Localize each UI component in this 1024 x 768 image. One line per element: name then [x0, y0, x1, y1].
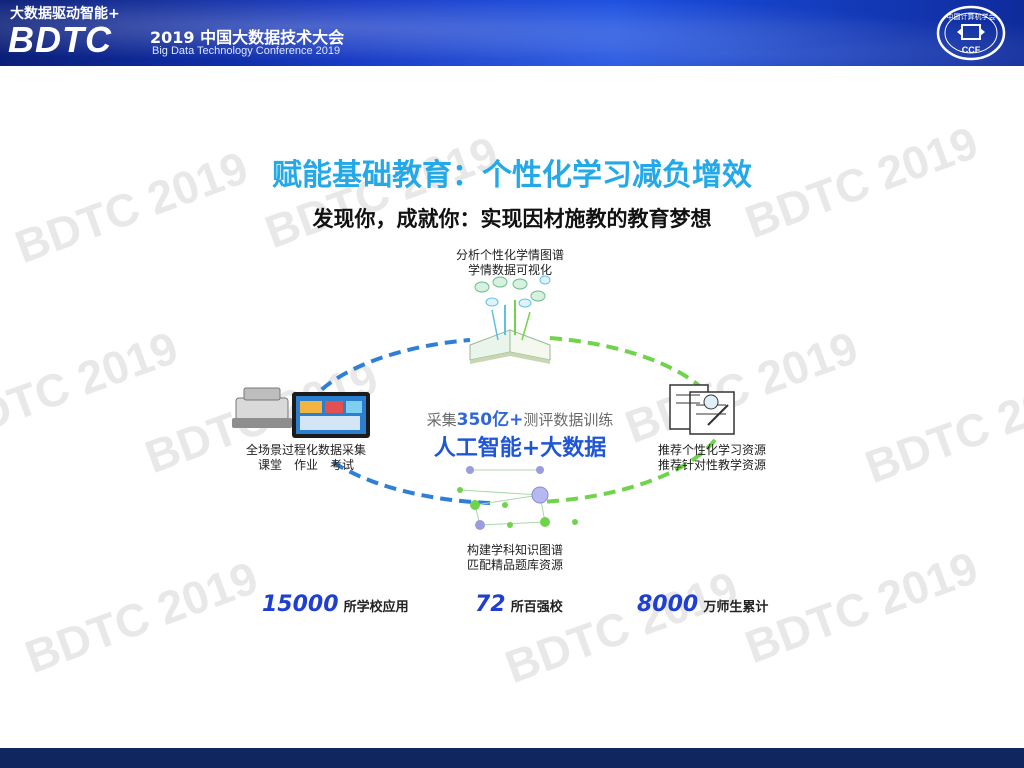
top-node-label: 分析个性化学情图谱 学情数据可视化	[430, 248, 590, 278]
ellipse-arc-top-left	[298, 338, 471, 421]
header-slogan: 大数据驱动智能+	[10, 6, 120, 22]
stat-value: 8000	[637, 592, 699, 617]
right-label-line1: 推荐个性化学习资源	[657, 443, 766, 457]
right-node-label: 推荐个性化学习资源 推荐针对性教学资源	[642, 443, 782, 473]
conference-header: 大数据驱动智能+ BDTC 2019 中国大数据技术大会 Big Data Te…	[0, 0, 1024, 66]
open-book-icon	[469, 300, 551, 364]
header-title-en: Big Data Technology Conference 2019	[152, 45, 341, 57]
bottom-node-label: 构建学科知识图谱 匹配精品题库资源	[440, 543, 590, 573]
top-label-line1: 分析个性化学情图谱	[455, 248, 564, 262]
stat-unit: 所学校应用	[343, 600, 409, 615]
bottom-label-line2: 匹配精品题库资源	[466, 558, 563, 572]
left-node-label: 全场景过程化数据采集 课堂 作业 考试	[236, 443, 376, 473]
header-title-cn: 2019 中国大数据技术大会	[150, 28, 345, 47]
center-prefix: 采集	[426, 411, 457, 429]
center-main-text: 人工智能+大数据	[433, 436, 607, 461]
stat-top-schools: 72 所百强校	[475, 592, 563, 617]
logo-bottom-text: CCF	[962, 45, 981, 55]
center-highlight: 350亿+	[456, 410, 524, 430]
stat-value: 72	[475, 592, 506, 617]
ellipse-arc-bottom-left	[328, 458, 491, 505]
right-label-line2: 推荐针对性教学资源	[657, 458, 766, 472]
tablet-icon	[292, 392, 370, 438]
stat-schools: 15000 所学校应用	[262, 592, 409, 617]
center-caption: 采集350亿+测评数据训练	[390, 405, 650, 430]
data-bubbles-icon	[474, 275, 551, 308]
stat-value: 15000	[262, 592, 339, 617]
ellipse-arc-bottom-right	[539, 438, 717, 504]
stat-unit: 万师生累计	[703, 600, 769, 615]
logo-top-text: 中国计算机学会	[947, 12, 996, 21]
header-glow	[0, 0, 1024, 66]
footer-bar	[0, 748, 1024, 768]
center-suffix: 测评数据训练	[523, 411, 614, 429]
bottom-label-line1: 构建学科知识图谱	[466, 543, 563, 557]
ccf-logo: 中国计算机学会 CCF	[936, 5, 1006, 61]
stat-unit: 所百强校	[510, 600, 563, 615]
slide-title: 赋能基础教育：个性化学习减负增效	[272, 158, 752, 193]
slide-subtitle: 发现你，成就你：实现因材施教的教育梦想	[312, 207, 712, 231]
header-brand: BDTC	[8, 19, 112, 60]
knowledge-graph-icon	[457, 466, 578, 530]
left-label-line2: 课堂 作业 考试	[257, 458, 354, 472]
left-label-line1: 全场景过程化数据采集	[245, 443, 366, 457]
top-label-line2: 学情数据可视化	[467, 263, 552, 277]
scanner-icon	[232, 387, 292, 428]
stat-users: 8000 万师生累计	[637, 592, 768, 617]
documents-icon	[669, 384, 735, 435]
